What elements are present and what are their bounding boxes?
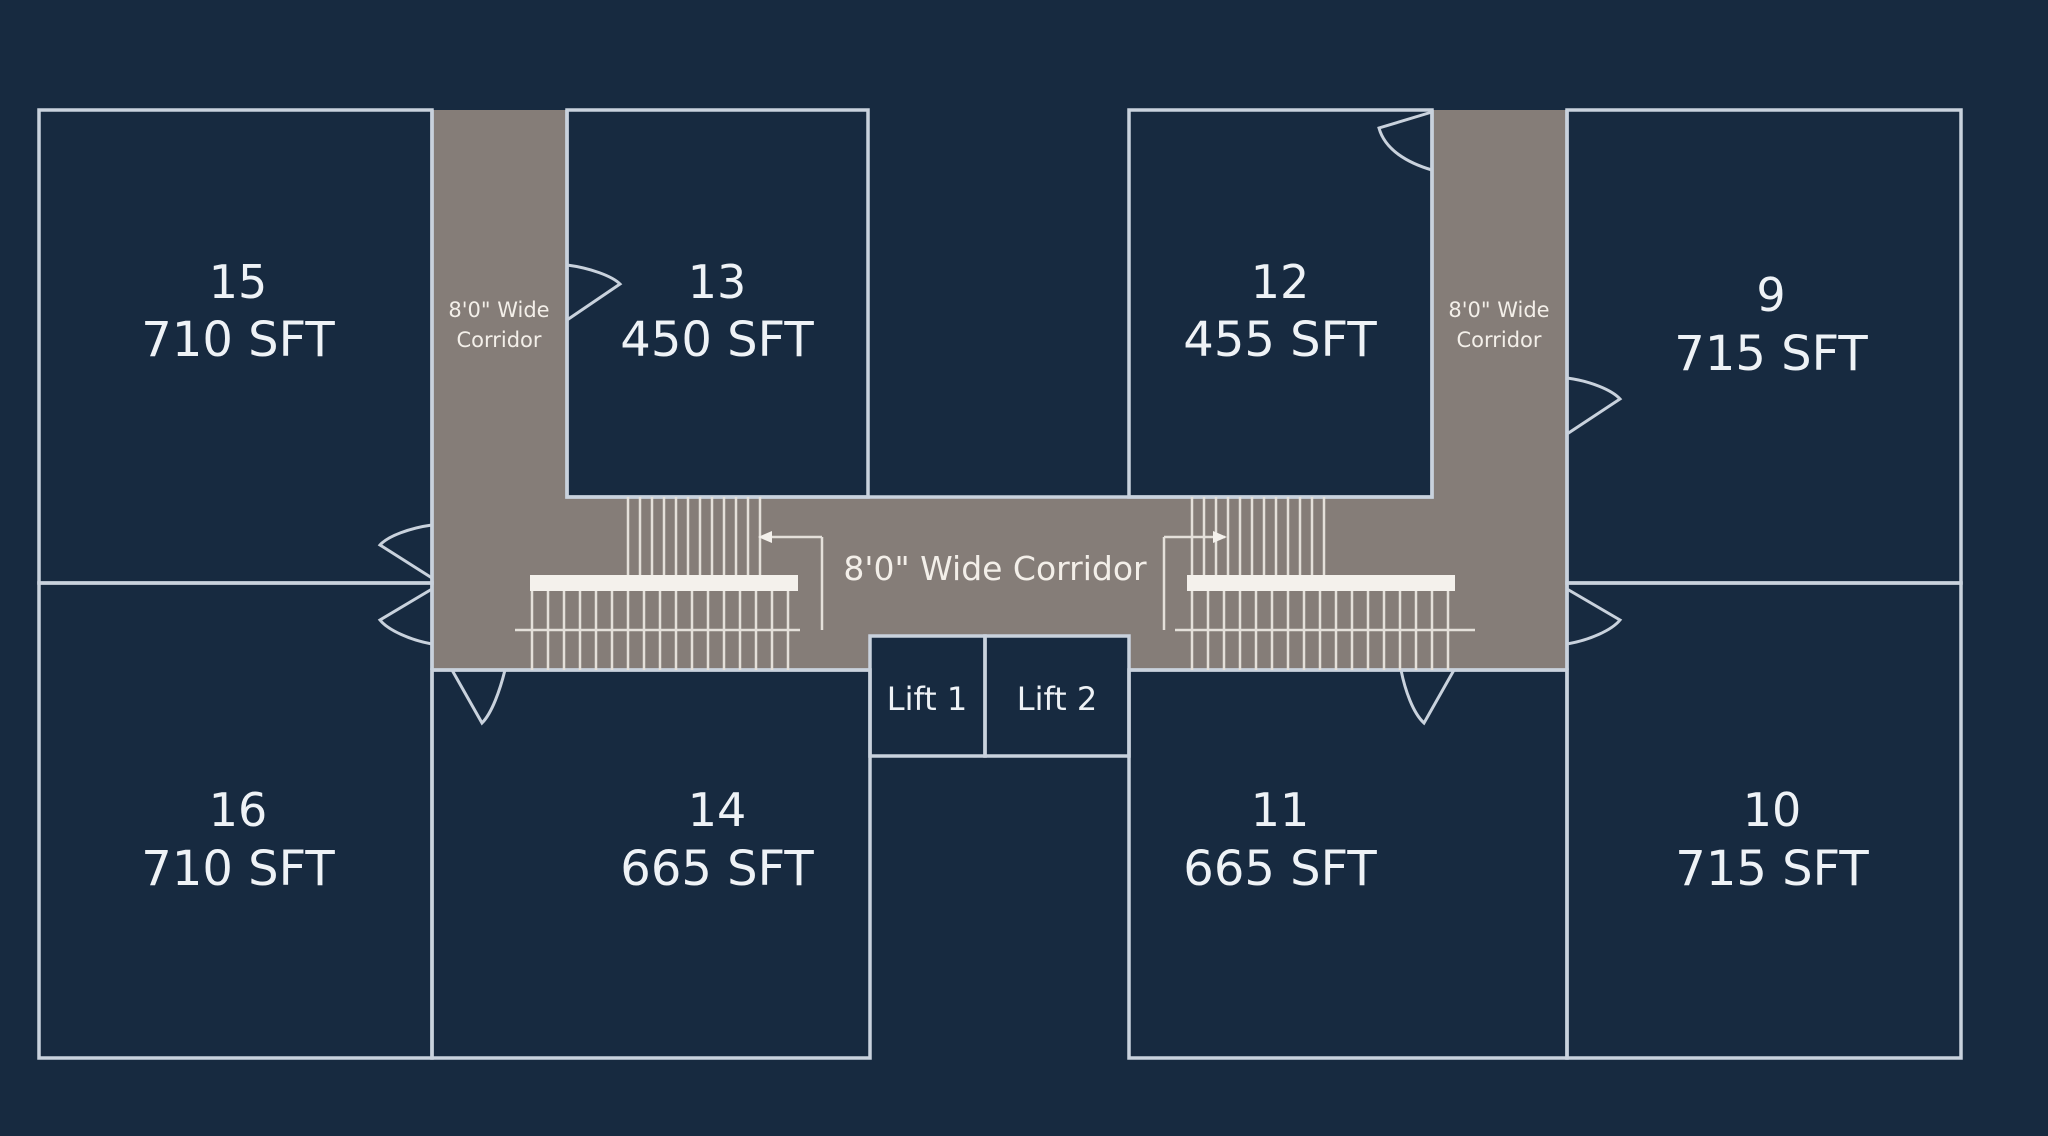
unit-number: 13 <box>688 255 747 309</box>
door-unit-11 <box>1399 669 1456 726</box>
unit-area: 665 SFT <box>1183 841 1377 897</box>
unit-10[interactable]: 10 715 SFT <box>1565 581 1963 1060</box>
right-corridor-label-line2: Corridor <box>1456 328 1541 352</box>
unit-11[interactable]: 11 665 SFT <box>1127 668 1569 1060</box>
unit-16[interactable]: 16 710 SFT <box>37 581 434 1060</box>
unit-area: 715 SFT <box>1675 841 1869 897</box>
unit-13[interactable]: 13 450 SFT <box>565 108 870 499</box>
unit-12[interactable]: 12 455 SFT <box>1127 108 1434 499</box>
unit-number: 14 <box>688 783 747 837</box>
lift-1[interactable]: Lift 1 <box>868 634 987 758</box>
door-unit-14 <box>450 669 507 726</box>
unit-area: 450 SFT <box>620 312 814 368</box>
unit-number: 10 <box>1743 783 1802 837</box>
unit-area: 665 SFT <box>620 841 814 897</box>
door-unit-9 <box>1566 376 1623 436</box>
unit-number: 12 <box>1251 255 1310 309</box>
lift-label: Lift 2 <box>1017 680 1098 718</box>
corridor-area <box>432 110 1567 670</box>
lift-2[interactable]: Lift 2 <box>983 634 1131 758</box>
door-unit-13 <box>566 263 623 322</box>
left-staircase <box>515 497 824 670</box>
door-unit-10 <box>1566 587 1623 646</box>
left-corridor-label-line1: 8'0" Wide <box>448 298 549 322</box>
unit-area: 715 SFT <box>1674 326 1868 382</box>
unit-number: 11 <box>1251 783 1310 837</box>
door-unit-12 <box>1377 110 1433 172</box>
corridor-outline <box>430 110 1569 672</box>
main-corridor-label: 8'0" Wide Corridor <box>843 549 1147 588</box>
left-corridor-label: 8'0" Wide Corridor <box>448 298 549 352</box>
unit-number: 9 <box>1756 268 1785 322</box>
left-corridor-label-line2: Corridor <box>456 328 541 352</box>
door-unit-15 <box>377 523 433 580</box>
unit-area: 710 SFT <box>141 312 335 368</box>
right-corridor-label: 8'0" Wide Corridor <box>1448 298 1549 352</box>
unit-9[interactable]: 9 715 SFT <box>1565 108 1963 585</box>
door-unit-16 <box>377 587 433 646</box>
unit-area: 455 SFT <box>1183 312 1377 368</box>
lift-label: Lift 1 <box>887 680 968 718</box>
unit-number: 15 <box>209 255 268 309</box>
right-corridor-label-line1: 8'0" Wide <box>1448 298 1549 322</box>
unit-14[interactable]: 14 665 SFT <box>430 668 872 1060</box>
unit-15[interactable]: 15 710 SFT <box>37 108 434 585</box>
unit-number: 16 <box>209 783 268 837</box>
unit-area: 710 SFT <box>141 841 335 897</box>
right-staircase <box>1162 497 1475 670</box>
